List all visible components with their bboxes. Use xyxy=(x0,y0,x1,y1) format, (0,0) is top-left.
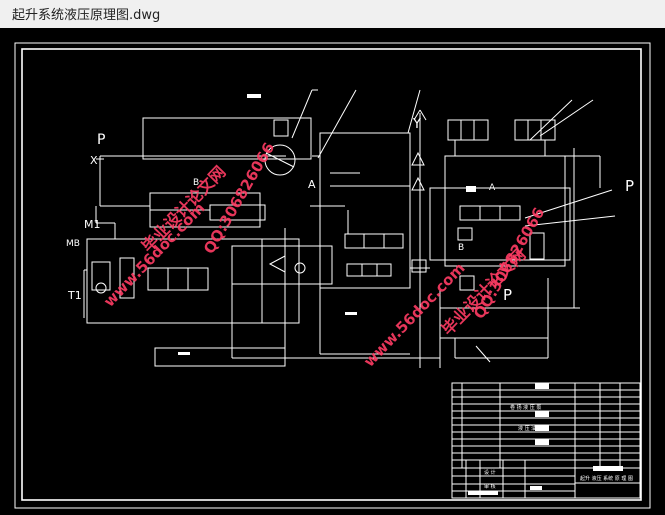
cad-drawing-canvas[interactable]: P X P P Y A B M1 MB T1 A B 卷 扬 液 压 泵 液 压… xyxy=(0,28,665,515)
window-title: 起升系统液压原理图.dwg xyxy=(12,8,161,23)
solid-marks xyxy=(178,94,623,495)
label-b-center: B xyxy=(193,178,199,188)
right-valve-group xyxy=(444,155,566,267)
label-mb: MB xyxy=(66,239,80,249)
label-y-top: Y xyxy=(412,117,421,132)
valve-group-box xyxy=(86,238,300,324)
tb-review: 审 核 xyxy=(484,483,496,490)
tb-row3: 卷 扬 液 压 泵 xyxy=(510,404,541,411)
window-titlebar: 起升系统液压原理图.dwg xyxy=(0,0,665,28)
label-t1: T1 xyxy=(67,289,82,302)
label-a-right: A xyxy=(489,183,496,193)
label-p-bottom: P xyxy=(503,286,512,304)
tb-design: 设 计 xyxy=(484,469,496,476)
hydraulic-schematic: P X P P Y A B M1 MB T1 A B 卷 扬 液 压 泵 液 压… xyxy=(14,42,651,509)
label-m1: M1 xyxy=(84,218,101,231)
pump-symbol xyxy=(264,144,296,176)
center-frame xyxy=(319,132,411,289)
label-x-left: X xyxy=(90,154,98,167)
tb-name: 起升 液压 系统 原 理 图 xyxy=(580,475,633,482)
inner-border xyxy=(21,48,642,501)
label-a-center: A xyxy=(308,178,316,191)
label-b-right: B xyxy=(458,243,464,253)
label-p-right: P xyxy=(625,177,634,195)
label-p-left: P xyxy=(97,132,105,148)
tb-row6: 液 压 油 箱 xyxy=(518,425,543,432)
outer-border xyxy=(14,42,651,509)
cylinder-frame xyxy=(142,117,312,160)
